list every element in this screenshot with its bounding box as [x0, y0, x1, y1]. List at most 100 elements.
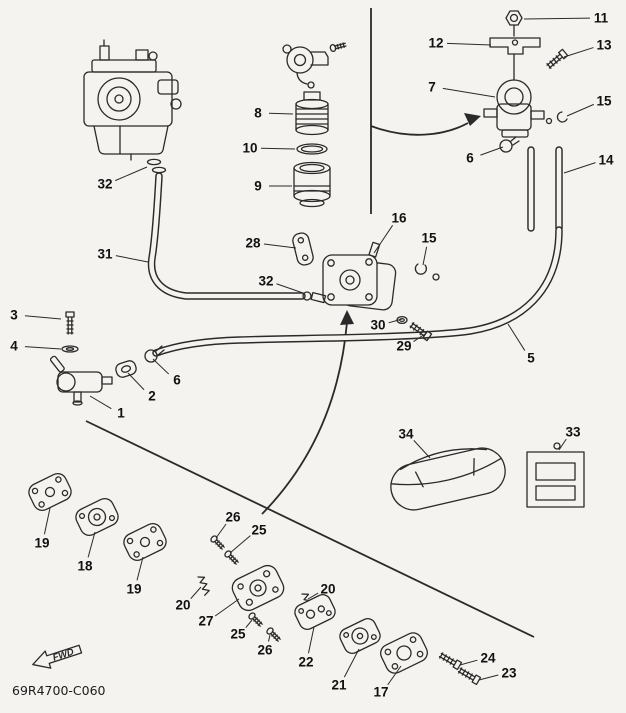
leader-line-19 [136, 556, 144, 581]
leader-line-3 [24, 315, 62, 320]
callout-19: 19 [126, 582, 141, 597]
fuel-hose-5-drawing [152, 226, 563, 357]
leader-line-30 [388, 318, 403, 324]
callout-31: 31 [97, 247, 113, 262]
callout-29: 29 [396, 339, 411, 354]
leader-line-20 [190, 586, 202, 599]
bolt-13-drawing [544, 48, 569, 71]
arrow-to-fuel-pump-7 [370, 122, 469, 136]
pointer-arrows [261, 113, 481, 515]
callout-24: 24 [480, 651, 496, 666]
leader-line-29 [413, 333, 426, 342]
callout-20: 20 [320, 582, 335, 597]
callout-15: 15 [421, 231, 437, 246]
nut-11-drawing [505, 10, 523, 26]
leader-line-31 [115, 255, 149, 263]
fwd-arrow: FWD [32, 644, 83, 669]
clip-15b-drawing [414, 263, 428, 275]
washer-4-drawing [61, 345, 79, 353]
screw-26a-drawing [209, 534, 227, 552]
leader-line-20 [307, 592, 319, 600]
section-dividers [85, 8, 535, 638]
leader-line-14 [563, 162, 596, 174]
diagram-code: 69R4700-C060 [12, 683, 106, 698]
clamp-6-drawing [499, 139, 513, 153]
callout-19: 19 [34, 536, 49, 551]
gasket-19b-drawing [123, 523, 167, 561]
callout-4: 4 [10, 339, 18, 354]
tool-bag-34-drawing [390, 447, 506, 511]
callout-12: 12 [428, 36, 443, 51]
fuel-pump-assembly-drawing [483, 10, 569, 153]
bolt-23-drawing [456, 665, 482, 686]
callout-6: 6 [466, 151, 474, 166]
leader-line-23 [478, 674, 499, 681]
leader-line-32 [114, 166, 148, 182]
leader-line-25 [245, 619, 253, 628]
leader-line-15 [566, 103, 595, 117]
clamp-6b-drawing [144, 349, 158, 363]
callout-11: 11 [594, 11, 609, 26]
leader-line-5 [507, 323, 526, 351]
screw-3-drawing [65, 311, 75, 335]
leader-line-19 [43, 507, 51, 535]
callout-21: 21 [331, 678, 347, 693]
diaphragm-18-drawing [75, 498, 119, 536]
callout-2: 2 [148, 389, 156, 404]
callout-16: 16 [391, 211, 407, 226]
fuel-cock-body-drawing [57, 371, 103, 393]
plate-22-drawing [294, 594, 336, 630]
diaphragm-21-drawing [339, 618, 381, 654]
carburetor-drawing [83, 39, 182, 174]
leader-line-2 [127, 372, 145, 391]
leader-line-28 [263, 243, 297, 249]
callout-8: 8 [254, 106, 262, 121]
callout-10: 10 [242, 141, 257, 156]
fuel-hose-31-drawing [147, 172, 306, 300]
leader-line-10 [260, 147, 296, 150]
joint-2-drawing [115, 360, 137, 378]
leader-line-16 [373, 225, 394, 254]
leader-line-26 [267, 634, 271, 642]
hose-ring-32-drawing [302, 291, 312, 301]
callout-32: 32 [97, 177, 112, 192]
callout-26: 26 [257, 643, 273, 658]
gasket-19a-drawing [28, 473, 72, 511]
callout-33: 33 [565, 425, 581, 440]
callout-18: 18 [77, 559, 93, 574]
screw-25b-drawing [247, 611, 265, 629]
leader-line-34 [413, 440, 431, 459]
callout-34: 34 [398, 427, 414, 442]
callout-32: 32 [258, 274, 273, 289]
callout-14: 14 [598, 153, 614, 168]
leader-line-17 [387, 665, 402, 686]
arrowhead-up-icon [340, 310, 354, 325]
callout-13: 13 [596, 38, 612, 53]
fuel-joint-drawing [282, 40, 348, 89]
pump-cover-17-drawing [380, 632, 428, 674]
callout-30: 30 [370, 318, 385, 333]
callout-9: 9 [254, 179, 262, 194]
leader-line-24 [459, 659, 478, 666]
bolt-24-drawing [437, 650, 463, 671]
filter-element-8-drawing [295, 91, 329, 136]
joint-screw-drawing [328, 40, 348, 53]
fuel-cock-drawing [49, 311, 165, 406]
fwd-label: FWD [51, 647, 75, 664]
pump-exploded-parts [28, 473, 482, 686]
leader-line-15 [422, 246, 428, 266]
callout-6: 6 [173, 373, 181, 388]
leader-line-26 [215, 523, 227, 539]
callout-7: 7 [428, 80, 436, 95]
pump-16-fasteners-drawing [396, 263, 440, 342]
leader-line-33 [558, 438, 567, 451]
callout-25: 25 [251, 523, 267, 538]
leader-line-6 [152, 358, 170, 375]
leader-line-22 [307, 626, 315, 654]
screw-26b-drawing [265, 626, 283, 644]
leader-line-27 [214, 598, 240, 617]
callout-5: 5 [527, 351, 535, 366]
pump-body-27-drawing [231, 564, 285, 612]
